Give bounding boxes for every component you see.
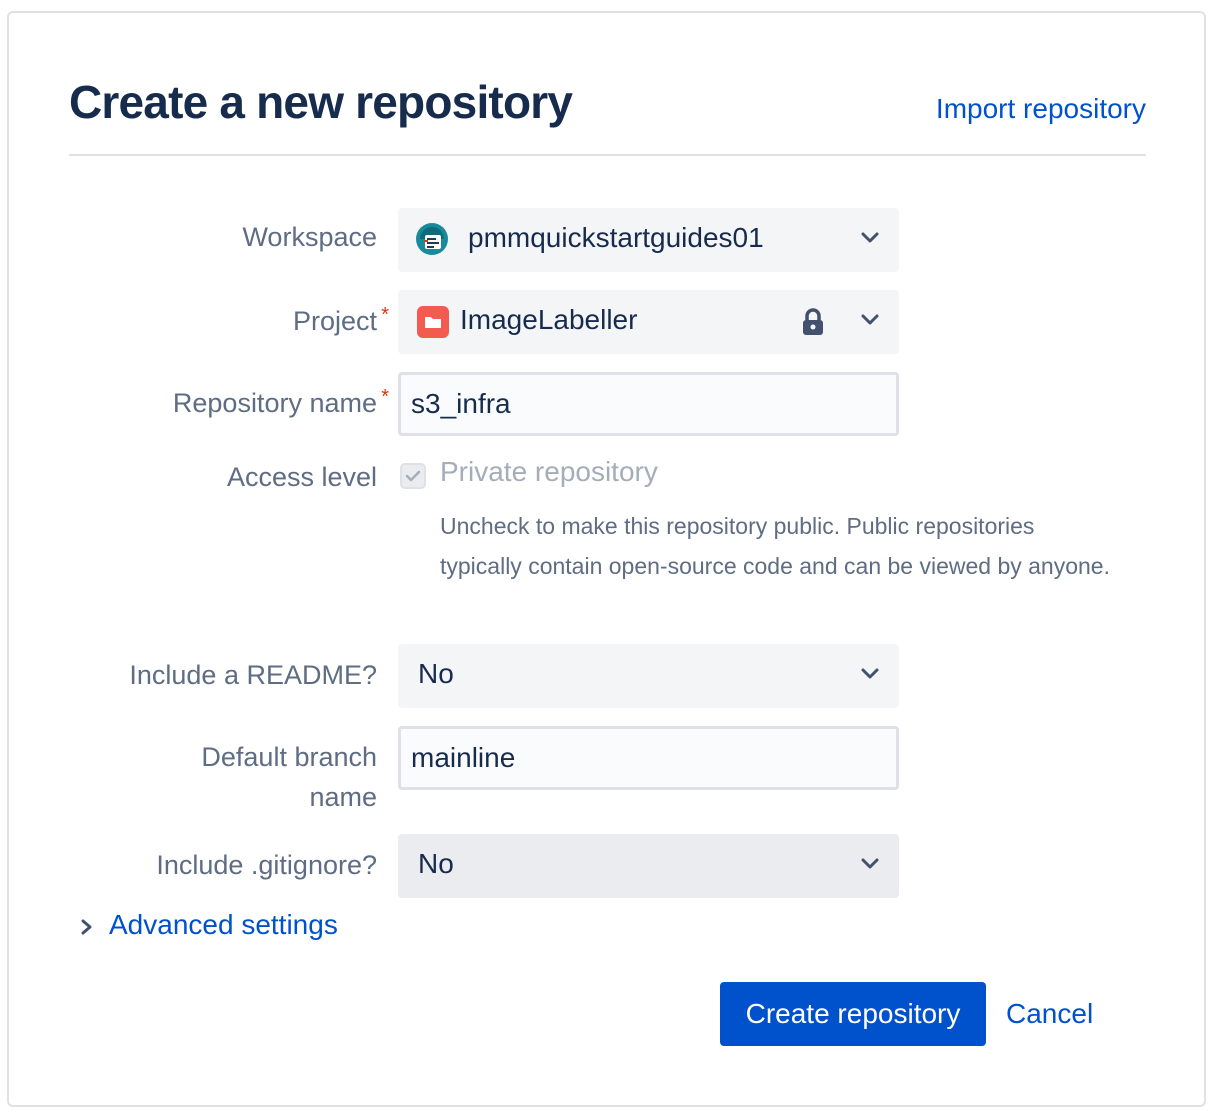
create-repository-dialog: Create a new repository Import repositor… [7, 11, 1206, 1107]
create-repository-button[interactable]: Create repository [720, 982, 986, 1046]
gitignore-label: Include .gitignore? [156, 850, 377, 880]
advanced-settings-label: Advanced settings [109, 909, 338, 940]
chevron-right-icon [81, 919, 92, 935]
advanced-settings-toggle[interactable]: Advanced settings [79, 909, 338, 941]
workspace-select[interactable]: pmmquickstartguides01 [398, 208, 899, 272]
dialog-header: Create a new repository Import repositor… [69, 13, 1146, 156]
gitignore-value: No [418, 848, 454, 879]
required-asterisk: * [381, 386, 389, 408]
chevron-down-icon [861, 858, 879, 869]
gitignore-select[interactable]: No [398, 834, 899, 898]
project-label: Project* [292, 301, 389, 341]
chevron-down-icon [861, 668, 879, 679]
access-level-label: Access level [226, 462, 377, 492]
default-branch-label-line1: Default branch [201, 742, 377, 772]
project-folder-icon [417, 306, 449, 338]
chevron-down-icon [861, 232, 879, 243]
cancel-button[interactable]: Cancel [1006, 998, 1094, 1029]
workspace-value: pmmquickstartguides01 [468, 222, 764, 253]
project-value: ImageLabeller [460, 304, 638, 335]
lock-icon [803, 308, 823, 335]
required-asterisk: * [381, 304, 389, 326]
repository-name-label-text: Repository name [172, 388, 377, 418]
default-branch-input[interactable] [398, 726, 899, 790]
chevron-down-icon [861, 314, 879, 325]
private-repository-checkbox[interactable] [400, 463, 426, 489]
default-branch-label: Default branch name [201, 737, 377, 817]
readme-value: No [418, 658, 454, 689]
workspace-avatar-icon [416, 223, 448, 255]
workspace-label: Workspace [242, 222, 377, 252]
repository-name-label: Repository name* [172, 383, 389, 423]
private-repository-label: Private repository [440, 456, 658, 487]
repository-name-input[interactable] [398, 372, 899, 436]
access-level-help-text: Uncheck to make this repository public. … [440, 513, 1110, 579]
default-branch-label-line2: name [309, 782, 377, 812]
import-repository-link[interactable]: Import repository [935, 93, 1146, 124]
project-label-text: Project [292, 306, 377, 336]
page-title: Create a new repository [69, 76, 573, 128]
readme-select[interactable]: No [398, 644, 899, 708]
readme-label: Include a README? [129, 660, 377, 690]
project-select[interactable]: ImageLabeller [398, 290, 899, 354]
checkmark-icon [405, 470, 421, 482]
